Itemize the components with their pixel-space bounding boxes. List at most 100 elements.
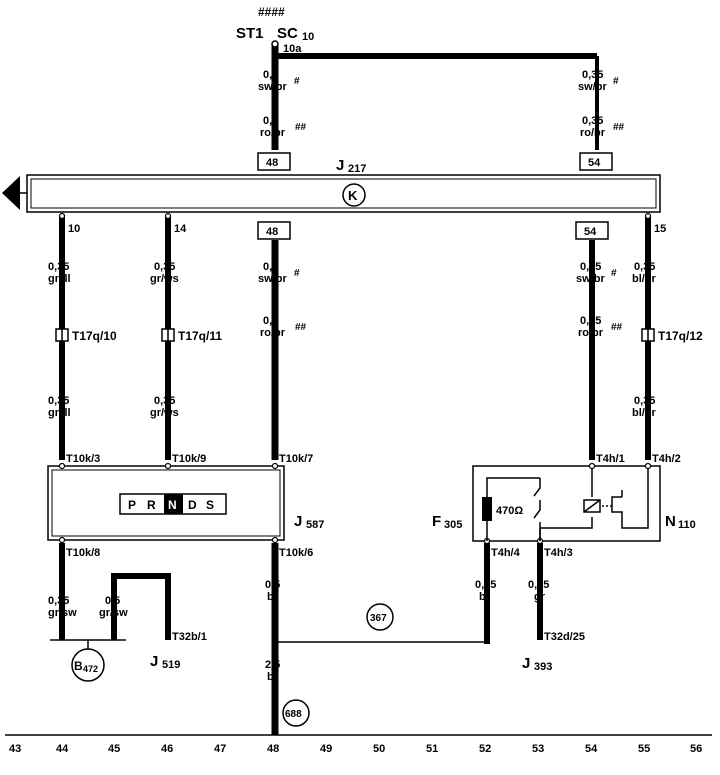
f305-label: F [432,513,441,530]
wire-size-label: 0,35 [634,395,655,407]
pin-dot [164,212,172,220]
gear-position-label: R [147,498,156,512]
wire-mark-label: ## [613,122,625,133]
connector-label: T17q/10 [72,329,117,343]
ruler-number: 54 [585,743,598,755]
wire-size-label: 0,35 [582,115,603,127]
ruler-number: 45 [108,743,120,755]
n110-internal-circuit [486,468,649,541]
wire-color-label: br [267,591,279,603]
gear-position-label: D [188,498,197,512]
n110-sub-label: 110 [678,519,696,531]
wire-mark-label: # [611,268,617,279]
pin-number-label: 54 [584,226,597,238]
wire-size-label: 0,5 [265,579,280,591]
connector-label: T4h/4 [491,547,521,559]
ruler-number: 51 [426,743,438,755]
pin-box-48-top [257,152,291,171]
wire-color-label: br [479,591,491,603]
j393-sub-label: 393 [534,661,552,673]
wire-size-label: 0,35 [48,595,69,607]
connector-label: T10k/7 [279,453,313,465]
pin-box-54-bottom [575,221,609,240]
wire-color-label: gn/ll [48,407,71,419]
j217-label: J [336,157,344,174]
wire-color-label: gr [534,591,546,603]
wire-size-label: 2,5 [265,659,280,671]
j519-sub-label: 519 [162,659,180,671]
wire-size-label: 0,5 [263,69,278,81]
wire-size-label: 0,5 [105,595,120,607]
pin-dot [644,212,652,220]
pin-number-label: 10 [68,223,80,235]
wire-size-label: 0,5 [263,115,278,127]
wire-color-label: gn/ll [48,273,71,285]
position-ruler: 43 44 45 46 47 48 49 50 51 52 53 54 55 5… [9,743,702,755]
connector-label: T4h/3 [544,547,573,559]
wire-mark-label: ## [295,322,307,333]
arrow-left-icon [2,176,20,210]
pin-dot [58,536,66,544]
wire-mark-label: # [294,268,300,279]
wire-color-label: ro/br [260,127,286,139]
wire-mark-label: ## [611,322,623,333]
wire-color-label: sw/br [258,81,287,93]
ruler-number: 49 [320,743,332,755]
wire-color-label: ro/br [580,127,606,139]
hash-marks: #### [258,5,285,19]
pin-number-label: 14 [174,223,187,235]
pin-dot [644,462,652,470]
connector-label: T17q/12 [658,329,703,343]
wire-size-label: 0,35 [154,261,175,273]
resistor-f305 [482,497,492,521]
connector-label: T32b/1 [172,631,207,643]
wire-size-label: 0,35 [48,395,69,407]
connector-label: T4h/2 [652,453,681,465]
pin-dot [58,212,66,220]
pin-dot [164,462,172,470]
pin-box-54-top [579,152,613,171]
gear-position-active: N [168,498,177,512]
wire-color-label: sw/br [578,81,607,93]
gear-position-label: P [128,498,136,512]
connector-label: T10k/3 [66,453,100,465]
ruler-number: 47 [214,743,226,755]
j217-sub-label: 217 [348,163,366,175]
wire-color-label: br [267,671,279,683]
pin-number-label: 48 [266,157,278,169]
j393-label: J [522,655,530,672]
wire-size-label: 0,5 [263,261,278,273]
b472-sub-label: 472 [83,664,98,674]
ground-point-circle [366,603,394,631]
wire-color-label: gr/ws [150,273,179,285]
wire-size-label: 0,35 [580,315,601,327]
terminal-10a-label: 10a [283,43,302,55]
gear-position-label: S [206,498,214,512]
pin-dot [588,462,596,470]
pin-dot [271,536,279,544]
wire-color-label: bl/gr [632,273,657,285]
wire-size-label: 0,35 [528,579,549,591]
connector-symbol [161,328,175,342]
connector-symbol [641,328,655,342]
connector-label: T10k/9 [172,453,206,465]
gear-selector-display [119,493,227,515]
k-symbol-circle [342,183,366,207]
wire-color-label: ro/br [260,327,286,339]
wire-color-label: ro/br [578,327,604,339]
wire-color-label: gr/sw [99,607,128,619]
ground-point-circle [71,648,105,682]
ground-point-circle [282,699,310,727]
connector-symbol [55,328,69,342]
wire-mark-label: # [613,76,619,87]
wire-color-label: bl/gr [632,407,657,419]
j587-sub-label: 587 [306,519,324,531]
wire-size-label: 0,35 [48,261,69,273]
f305-sub-label: 305 [444,519,462,531]
j587-label: J [294,513,302,530]
wire-color-label: sw/br [258,273,287,285]
b472-label: B [74,659,83,673]
ruler-number: 53 [532,743,544,755]
pin-dot [58,462,66,470]
